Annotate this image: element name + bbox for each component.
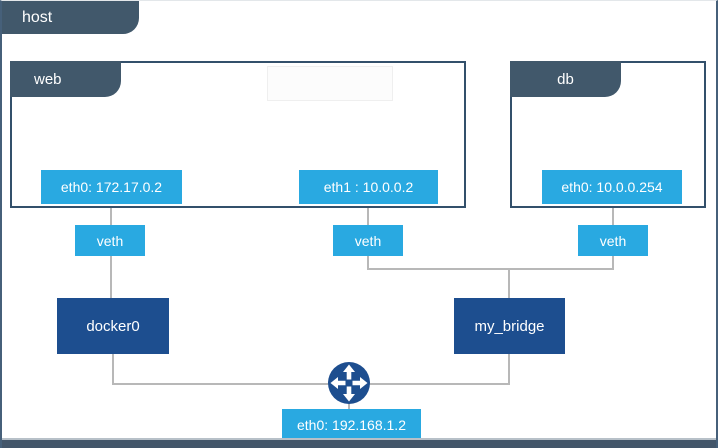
web-label: web (34, 70, 62, 88)
line-join-to-mybridge (508, 268, 510, 298)
veth-node-web-eth1: veth (333, 225, 403, 256)
web-tab: web (10, 61, 121, 97)
line-web-eth0-to-veth (110, 206, 112, 225)
db-label: db (557, 70, 574, 88)
docker0-bridge-node: docker0 (57, 298, 169, 354)
veth-node-db-eth0: veth (578, 225, 648, 256)
router-icon-svg (328, 362, 370, 404)
db-tab: db (510, 61, 621, 97)
line-veth3-down (612, 256, 614, 269)
empty-placeholder-box (267, 66, 393, 101)
host-tab: host (2, 1, 139, 34)
web-container-box (10, 61, 466, 208)
line-veth-join-horizontal (367, 268, 614, 270)
line-web-eth1-to-veth (367, 206, 369, 225)
host-label: host (22, 8, 53, 26)
line-veth-to-docker0 (110, 256, 112, 298)
db-eth0-label: eth0: 10.0.0.254 (542, 170, 682, 204)
router-icon (327, 361, 371, 405)
line-mybridge-down (508, 354, 510, 384)
line-db-eth0-to-veth (612, 206, 614, 225)
bottom-edge-bar (2, 438, 716, 448)
web-eth1-label: eth1 : 10.0.0.2 (299, 170, 438, 204)
veth-node-web-eth0: veth (75, 225, 145, 256)
host-eth0-label: eth0: 192.168.1.2 (282, 409, 421, 441)
line-docker0-down (112, 354, 114, 384)
my-bridge-node: my_bridge (454, 298, 565, 354)
line-veth2-down (367, 256, 369, 269)
line-bridges-horizontal (112, 383, 510, 385)
web-eth0-label: eth0: 172.17.0.2 (41, 170, 182, 204)
